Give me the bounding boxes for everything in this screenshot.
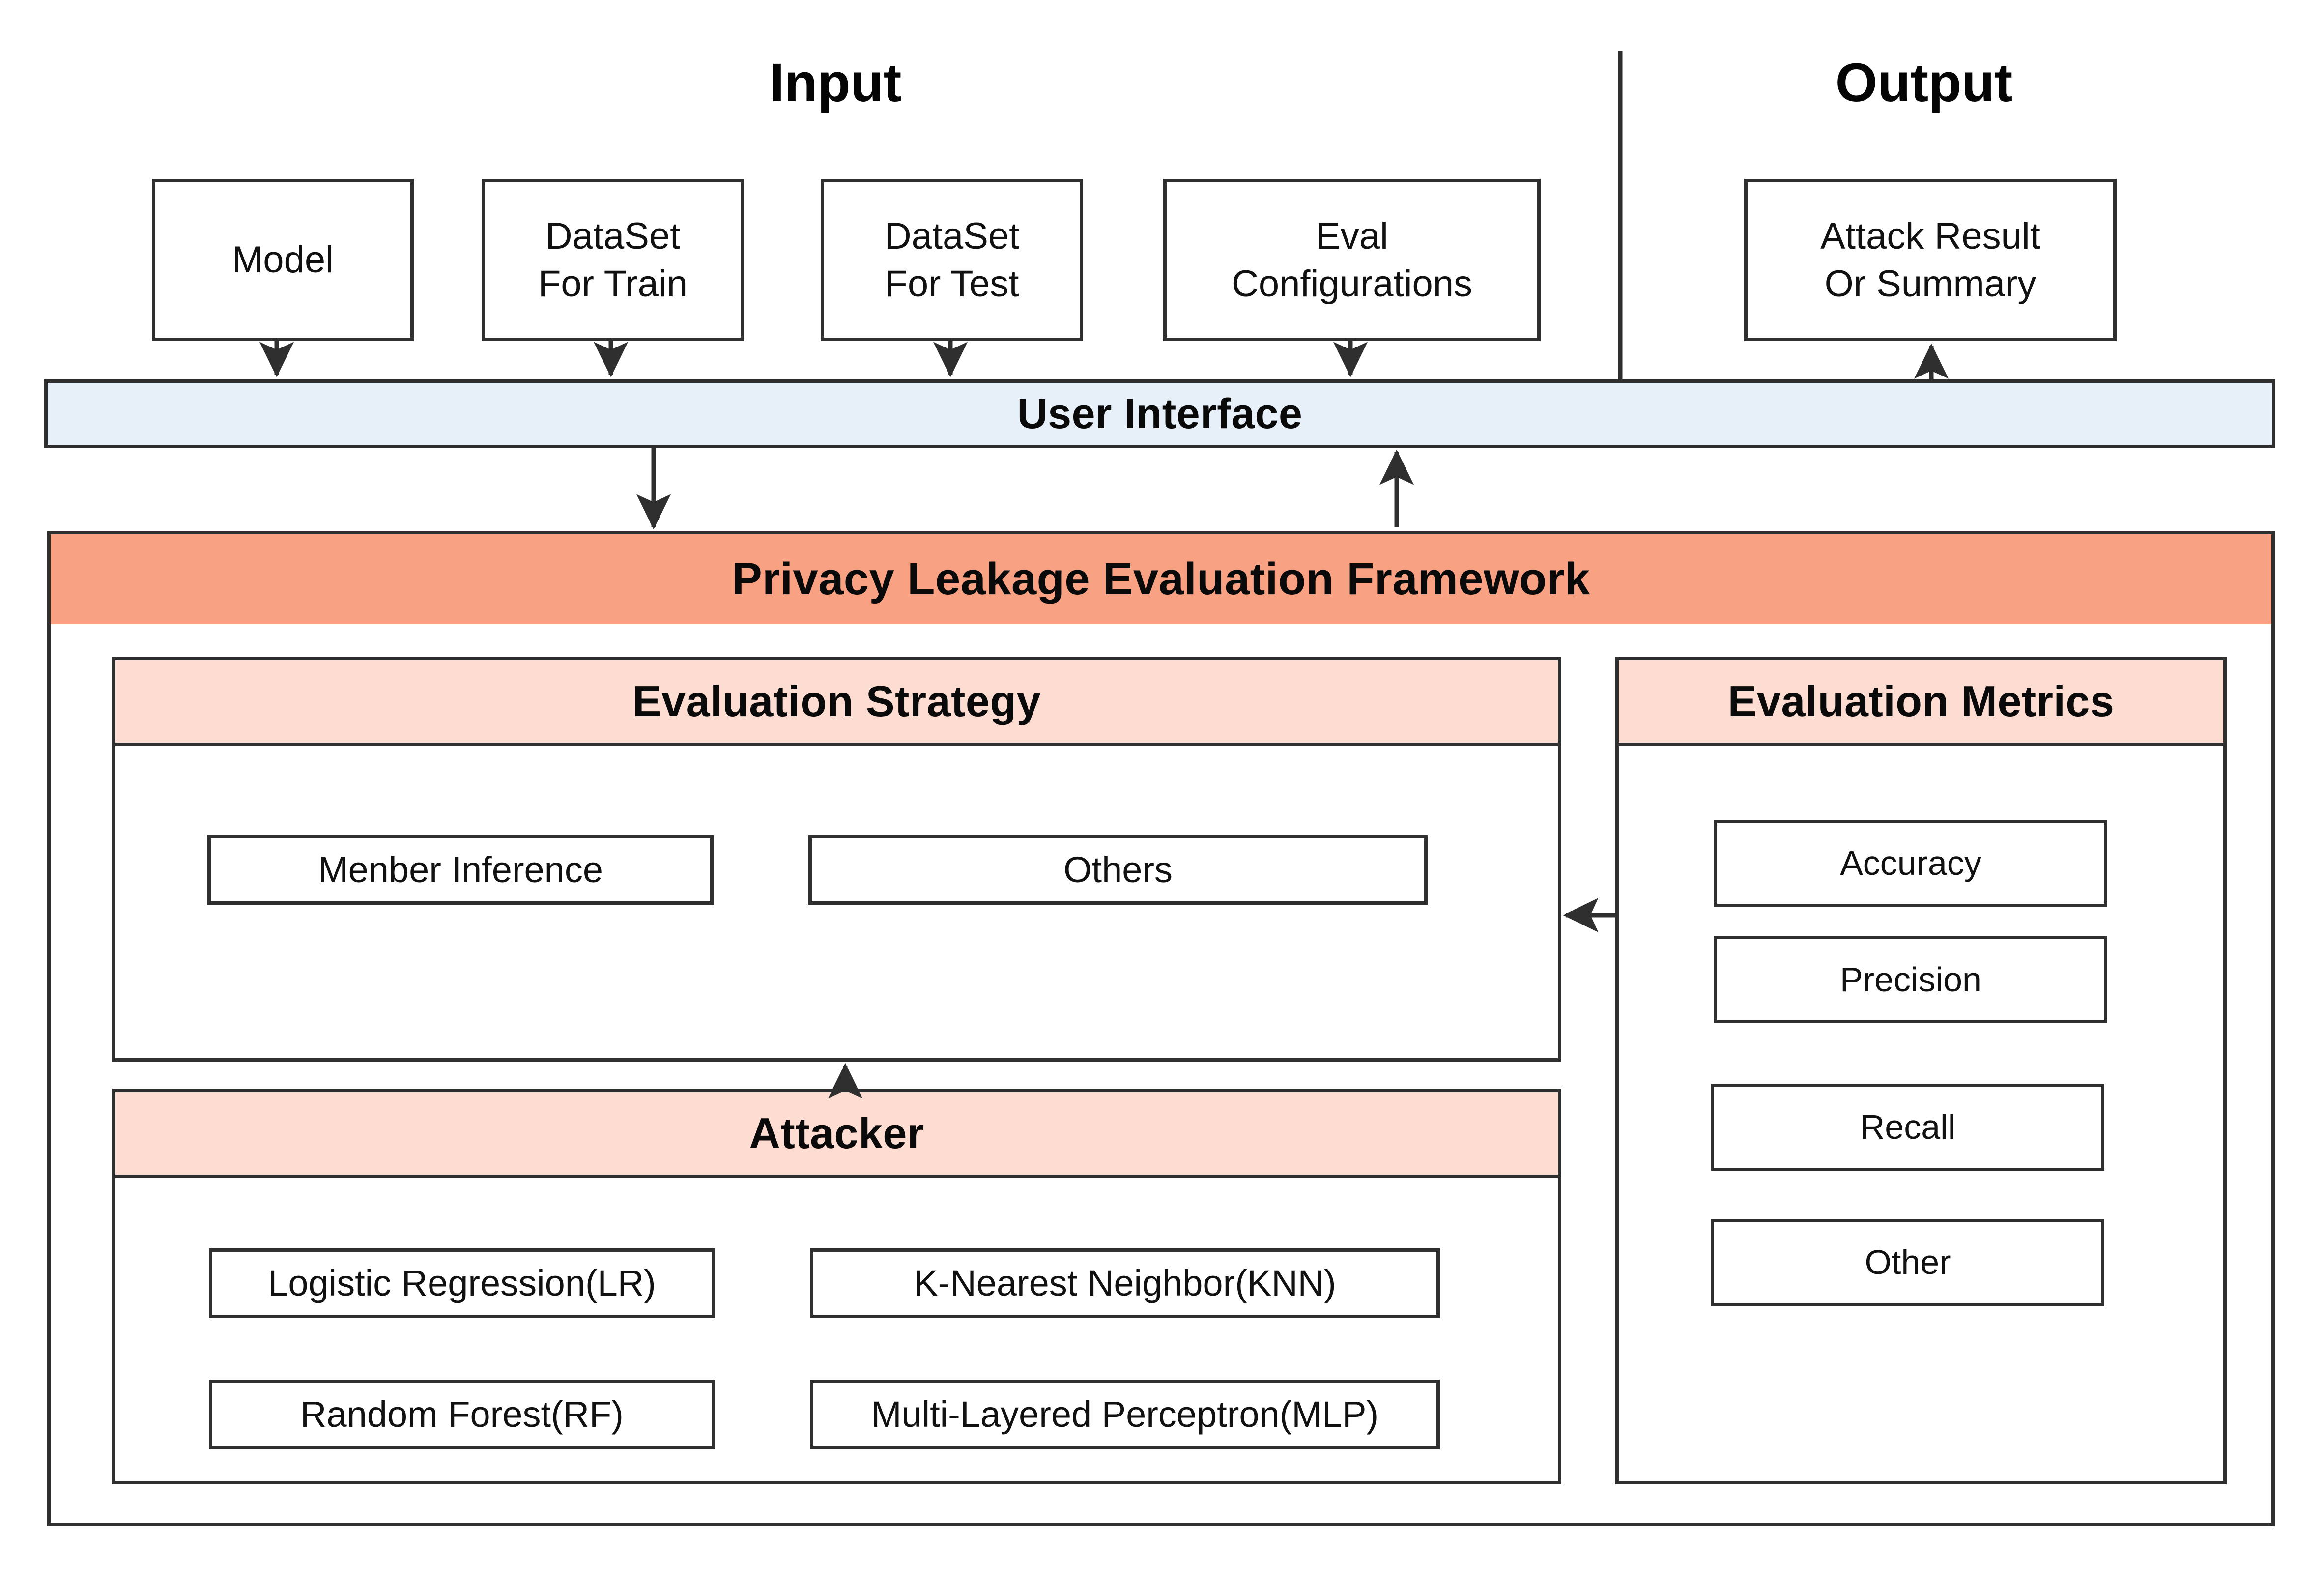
strategy-item-member-inference[interactable]: Menber Inference — [207, 835, 714, 905]
input-box-dataset-test[interactable]: DataSet For Test — [821, 179, 1083, 341]
output-section-title: Output — [1835, 53, 2013, 113]
metric-item-other[interactable]: Other — [1711, 1219, 2104, 1306]
metric-item-recall[interactable]: Recall — [1711, 1084, 2104, 1171]
input-section-title: Input — [769, 53, 902, 113]
input-box-eval-configurations-line-2: Configurations — [1231, 263, 1473, 305]
attacker-header: Attacker — [112, 1089, 1561, 1178]
user-interface-bar[interactable]: User Interface — [44, 379, 2275, 448]
attacker-item-knn[interactable]: K-Nearest Neighbor(KNN) — [810, 1248, 1440, 1318]
output-box-attack-result-line-1: Attack Result — [1820, 215, 2040, 257]
input-box-dataset-train-line-2: For Train — [538, 263, 688, 305]
evaluation-strategy-header: Evaluation Strategy — [112, 657, 1561, 746]
metric-item-precision[interactable]: Precision — [1714, 936, 2107, 1023]
evaluation-metrics-header: Evaluation Metrics — [1615, 657, 2227, 746]
attacker-item-random-forest[interactable]: Random Forest(RF) — [209, 1380, 715, 1449]
input-box-dataset-test-line-1: DataSet — [884, 215, 1020, 257]
input-box-dataset-test-line-2: For Test — [885, 263, 1019, 305]
input-box-dataset-train-line-1: DataSet — [545, 215, 681, 257]
input-box-model-line-1: Model — [232, 239, 334, 281]
attacker-item-logistic-regression[interactable]: Logistic Regression(LR) — [209, 1248, 715, 1318]
input-box-eval-configurations-line-1: Eval — [1316, 215, 1388, 257]
input-box-eval-configurations[interactable]: Eval Configurations — [1163, 179, 1541, 341]
input-box-dataset-train[interactable]: DataSet For Train — [482, 179, 744, 341]
metric-item-accuracy[interactable]: Accuracy — [1714, 820, 2107, 907]
output-box-attack-result-line-2: Or Summary — [1824, 263, 2037, 305]
input-box-model[interactable]: Model — [152, 179, 414, 341]
evaluation-metrics-panel — [1615, 657, 2227, 1484]
attacker-item-mlp[interactable]: Multi-Layered Perceptron(MLP) — [810, 1380, 1440, 1449]
strategy-item-others[interactable]: Others — [808, 835, 1428, 905]
framework-header-bar: Privacy Leakage Evaluation Framework — [47, 531, 2275, 624]
output-box-attack-result[interactable]: Attack Result Or Summary — [1744, 179, 2117, 341]
